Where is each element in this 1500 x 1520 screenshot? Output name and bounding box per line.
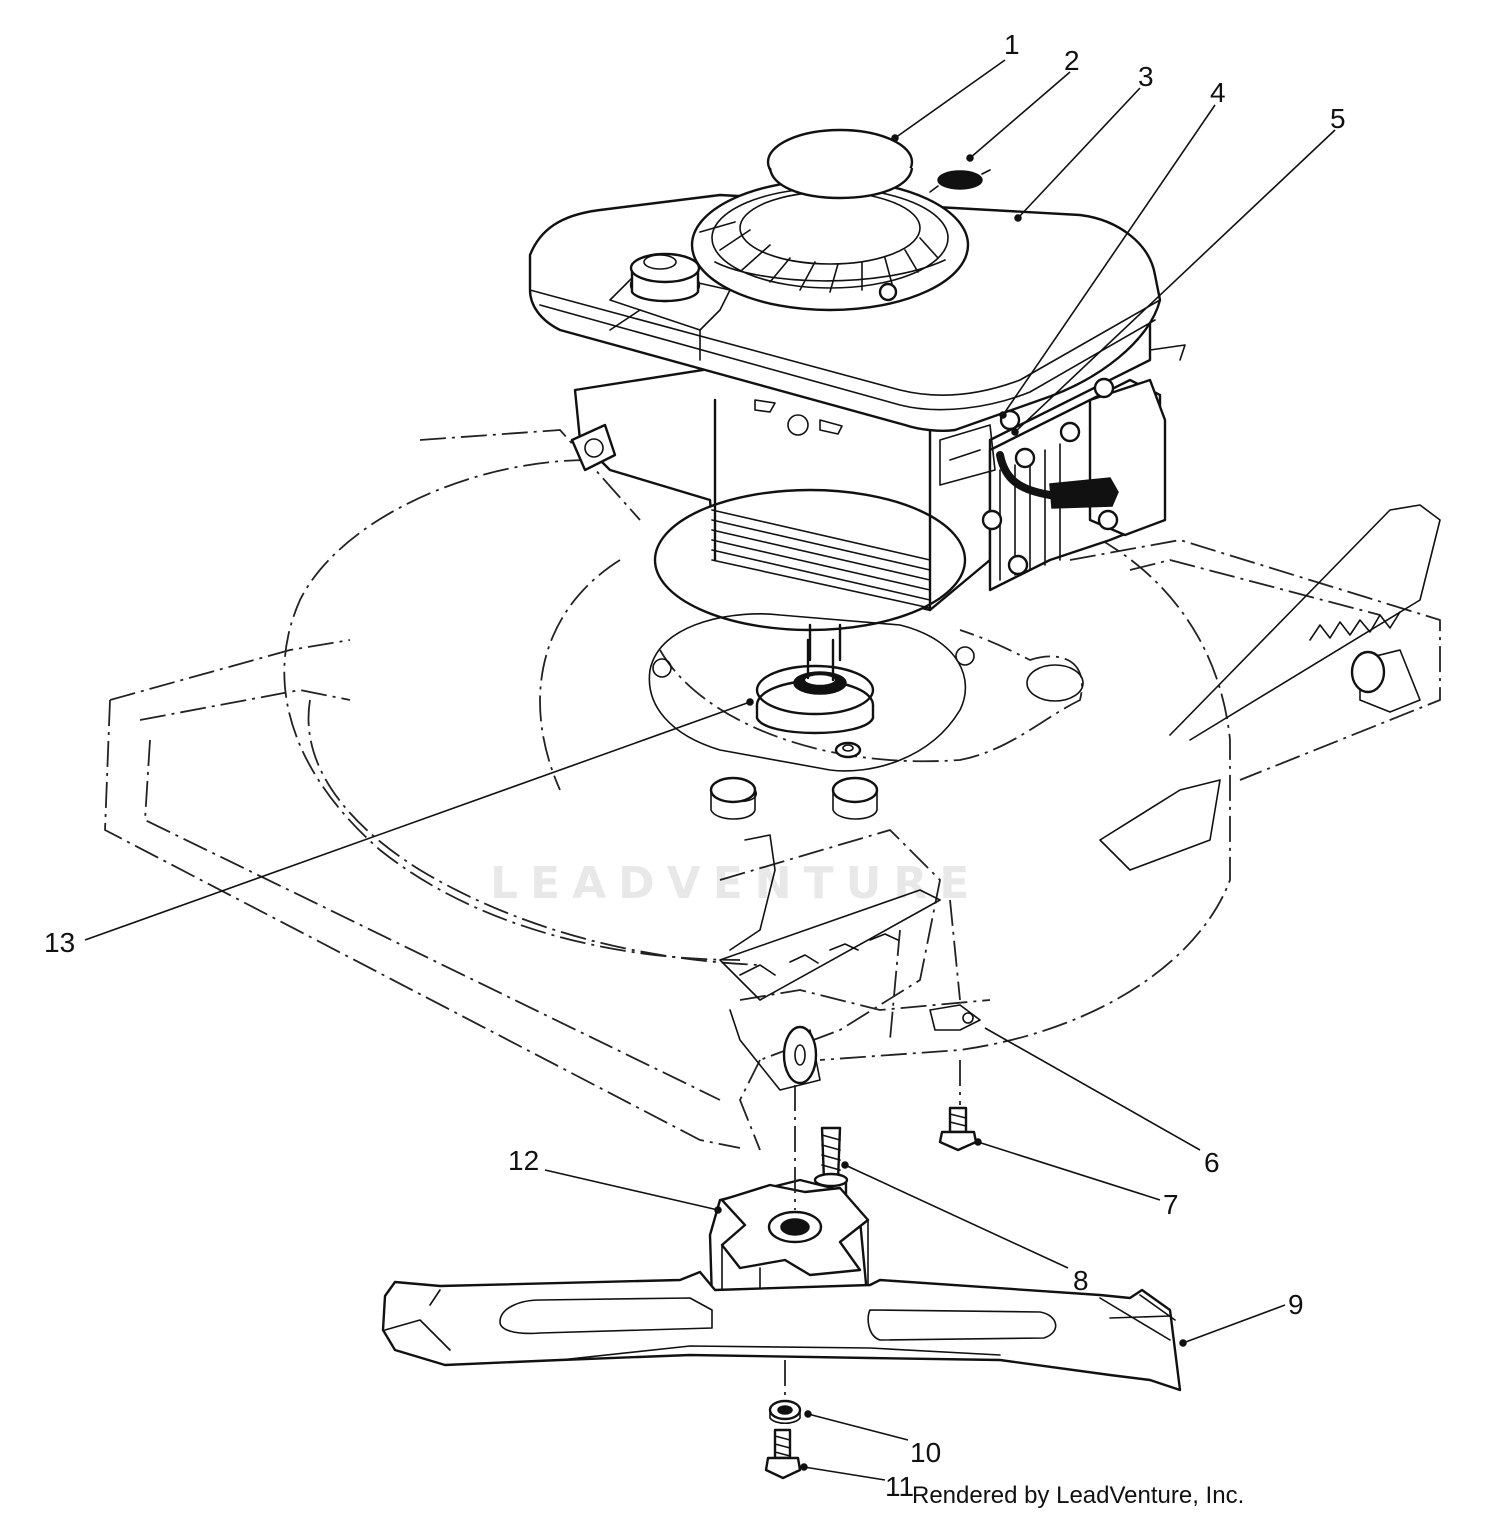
render-credit: Rendered by LeadVenture, Inc. <box>912 1482 1245 1509</box>
callout-10: 10 <box>910 1437 941 1468</box>
engine-assembly <box>528 128 1186 632</box>
leader-lines <box>84 59 1336 1481</box>
callout-4: 4 <box>1210 77 1226 108</box>
rear-height-adjuster <box>1099 504 1441 871</box>
front-height-adjuster <box>719 834 981 1091</box>
center-axis-line <box>784 1085 796 1395</box>
callout-9: 9 <box>1288 1289 1304 1320</box>
callout-6: 6 <box>1204 1147 1220 1178</box>
flange-screw <box>834 741 862 759</box>
callout-7: 7 <box>1163 1189 1179 1220</box>
callout-8: 8 <box>1073 1265 1089 1296</box>
callout-5: 5 <box>1330 103 1346 134</box>
callout-13: 13 <box>44 927 75 958</box>
mounting-flange <box>648 613 1084 820</box>
callout-11: 11 <box>885 1471 914 1502</box>
block-cooling-fins <box>711 509 931 609</box>
spark-plug-wire <box>996 451 1119 509</box>
callout-12: 12 <box>508 1145 539 1176</box>
part-11 <box>764 1428 802 1480</box>
oil-fill-cap <box>629 252 701 303</box>
part-6 <box>962 1012 974 1024</box>
callout-labels: 1 2 3 4 5 6 7 8 9 10 11 12 13 <box>44 29 1346 1502</box>
callout-2: 2 <box>1064 45 1080 76</box>
part-13 <box>755 638 875 735</box>
mower-deck-outline <box>104 429 1441 1151</box>
part-9 <box>381 1270 1182 1392</box>
part-2 <box>929 169 991 193</box>
callout-3: 3 <box>1138 61 1154 92</box>
part-10 <box>768 1399 802 1425</box>
part-1 <box>766 128 914 200</box>
watermark-text: LEADVENTURE <box>490 858 981 909</box>
callout-1: 1 <box>1004 29 1020 60</box>
part-7 <box>938 1106 978 1152</box>
